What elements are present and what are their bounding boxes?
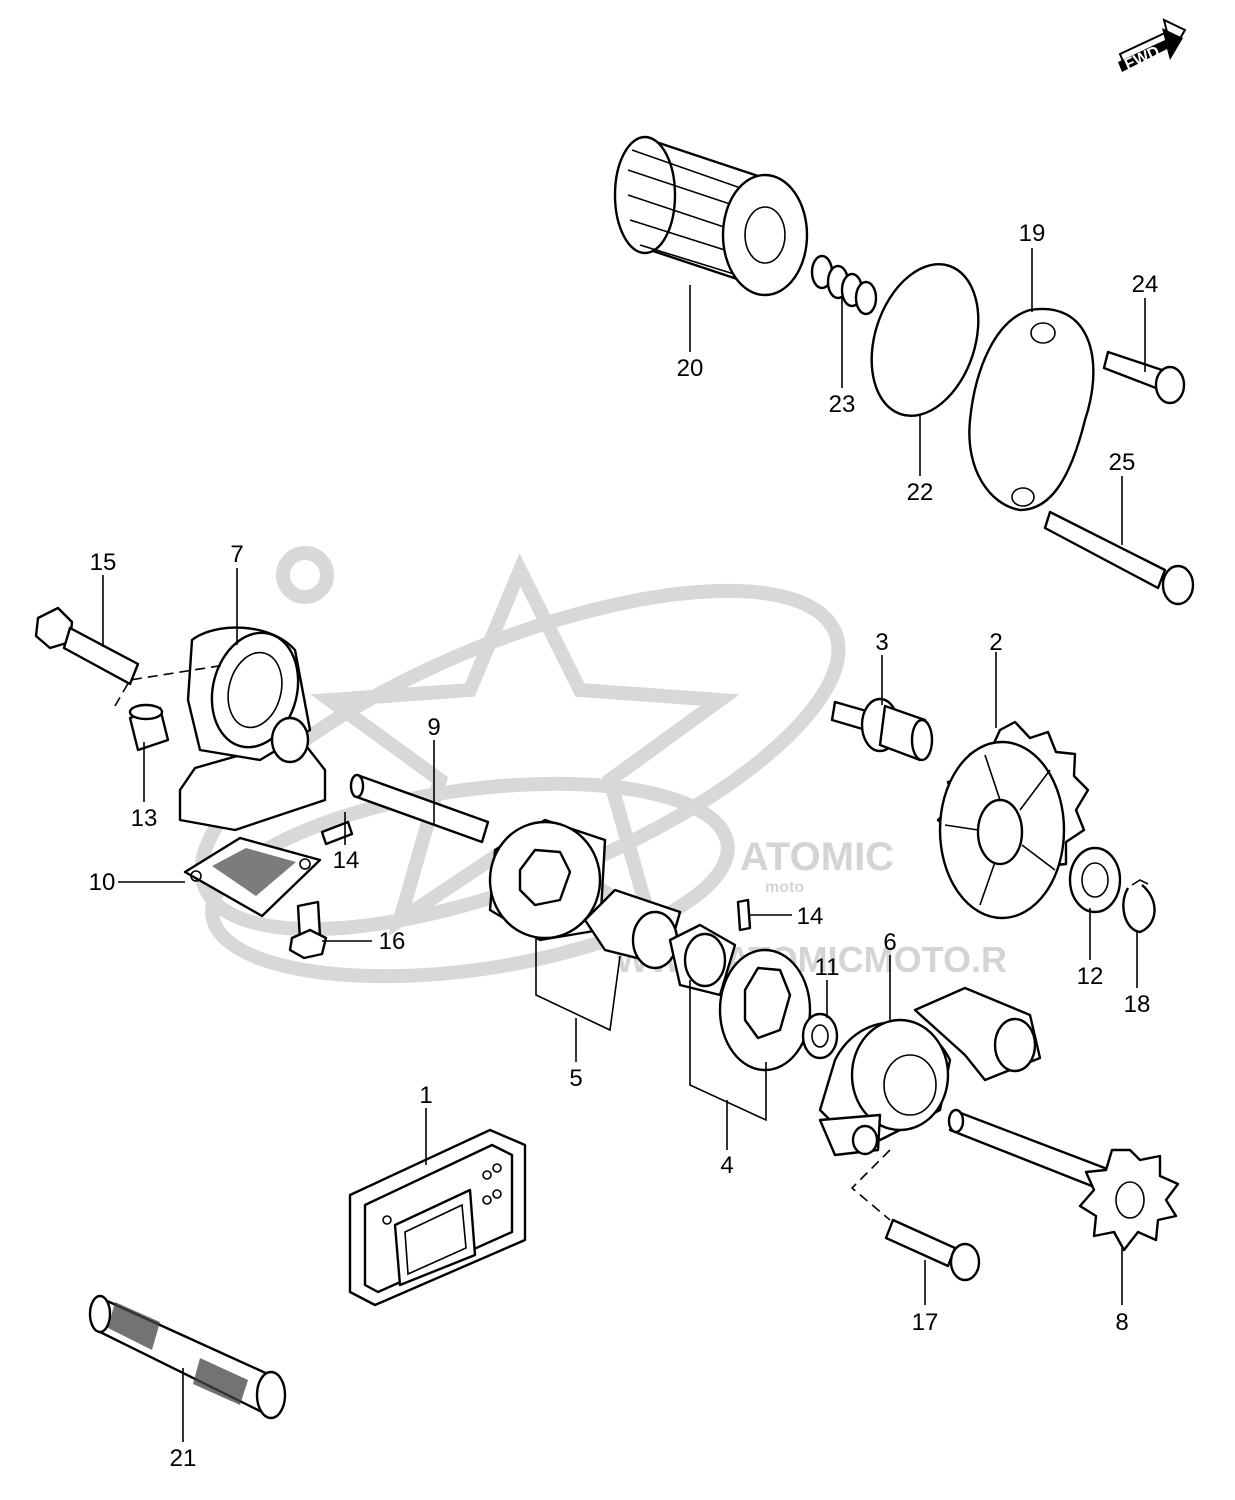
- part-label-23: 23: [829, 391, 856, 418]
- tube-strainer: [88, 1294, 287, 1420]
- circlip: [1122, 879, 1156, 934]
- watermark-brand: ATOMIC: [740, 835, 894, 879]
- pin-right: [736, 898, 752, 932]
- part-label-24: 24: [1132, 271, 1159, 298]
- outer-rotor-scavenge: [718, 948, 812, 1072]
- part-label-5: 5: [569, 1065, 582, 1092]
- pump-shaft: [349, 773, 490, 844]
- part-label-11: 11: [815, 954, 840, 981]
- part-label-14a: 14: [333, 847, 360, 874]
- part-label-15: 15: [90, 549, 117, 576]
- part-label-2: 2: [989, 629, 1002, 656]
- gear-shaft: [830, 697, 934, 762]
- washer-small: [801, 1012, 839, 1060]
- short-bolt: [1102, 350, 1186, 405]
- part-label-12: 12: [1077, 963, 1104, 990]
- part-label-10: 10: [89, 869, 116, 896]
- leader-lines: [102, 248, 1146, 1442]
- part-label-21: 21: [170, 1445, 197, 1472]
- pump-body: [818, 986, 1042, 1157]
- watermark-sub: moto: [765, 879, 804, 896]
- part-label-4: 4: [720, 1152, 733, 1179]
- part-label-6: 6: [883, 929, 896, 956]
- part-label-3: 3: [875, 629, 888, 656]
- drive-shaft-gear: [947, 1108, 1180, 1252]
- part-labels: 8 1 2 3 4 5 6 7 9 10 11 12 13 14 14 15 1…: [89, 220, 1159, 1472]
- part-label-13: 13: [131, 805, 158, 832]
- oil-filter: [613, 135, 809, 297]
- outer-rotor-feed: [488, 818, 607, 942]
- body-bolt: [884, 1218, 981, 1282]
- part-label-7: 7: [230, 541, 243, 568]
- part-label-25: 25: [1109, 449, 1136, 476]
- part-label-16: 16: [379, 928, 406, 955]
- strainer-housing: [178, 626, 327, 832]
- fwd-badge-label: FWD: [1122, 43, 1162, 73]
- inner-rotor-scavenge: [668, 923, 737, 997]
- flange-bolt: [34, 606, 140, 686]
- part-label-22: 22: [907, 479, 934, 506]
- part-label-9: 9: [427, 714, 440, 741]
- washer-large: [1068, 846, 1122, 914]
- part-label-18: 18: [1124, 991, 1151, 1018]
- spring: [810, 254, 878, 316]
- dowel-pin: [128, 703, 170, 752]
- part-label-20: 20: [677, 355, 704, 382]
- part-label-19: 19: [1019, 220, 1046, 247]
- driven-gear: [936, 720, 1090, 920]
- part-label-17: 17: [912, 1309, 939, 1336]
- part-label-14b: 14: [797, 903, 824, 930]
- part-label-1: 1: [419, 1082, 432, 1109]
- part-label-8: 8: [1115, 1309, 1128, 1336]
- packing-plate: [348, 1128, 527, 1307]
- fwd-arrow-icon: FWD: [1118, 18, 1187, 74]
- gasket-bolt: [288, 900, 328, 960]
- filter-cap: [968, 307, 1095, 512]
- long-bolt: [1043, 510, 1195, 606]
- o-ring: [870, 263, 980, 417]
- gasket: [183, 836, 322, 918]
